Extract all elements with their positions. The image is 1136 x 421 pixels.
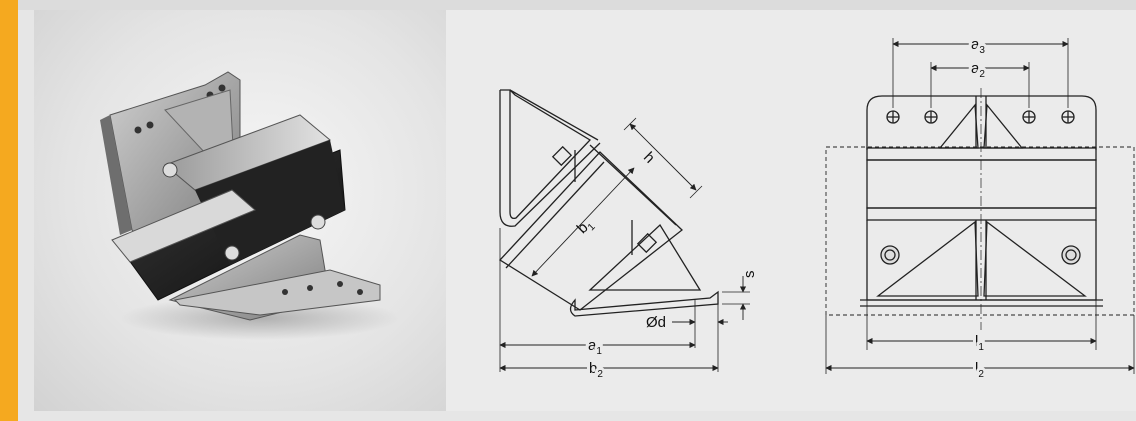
accent-bar — [0, 0, 18, 421]
label-a3: a3 — [971, 36, 985, 56]
label-l1: l1 — [975, 333, 984, 353]
side-view-drawing — [498, 89, 750, 372]
label-h: h — [640, 149, 658, 167]
front-view-drawing — [825, 38, 1135, 374]
product-render — [100, 71, 400, 340]
label-a1: a1 — [588, 337, 602, 357]
label-s: s — [741, 271, 758, 279]
label-d: Ød — [646, 314, 666, 331]
label-l2: l2 — [975, 360, 984, 380]
label-a2: a2 — [971, 60, 985, 80]
label-b2: b2 — [589, 360, 603, 380]
top-band — [0, 0, 1136, 10]
